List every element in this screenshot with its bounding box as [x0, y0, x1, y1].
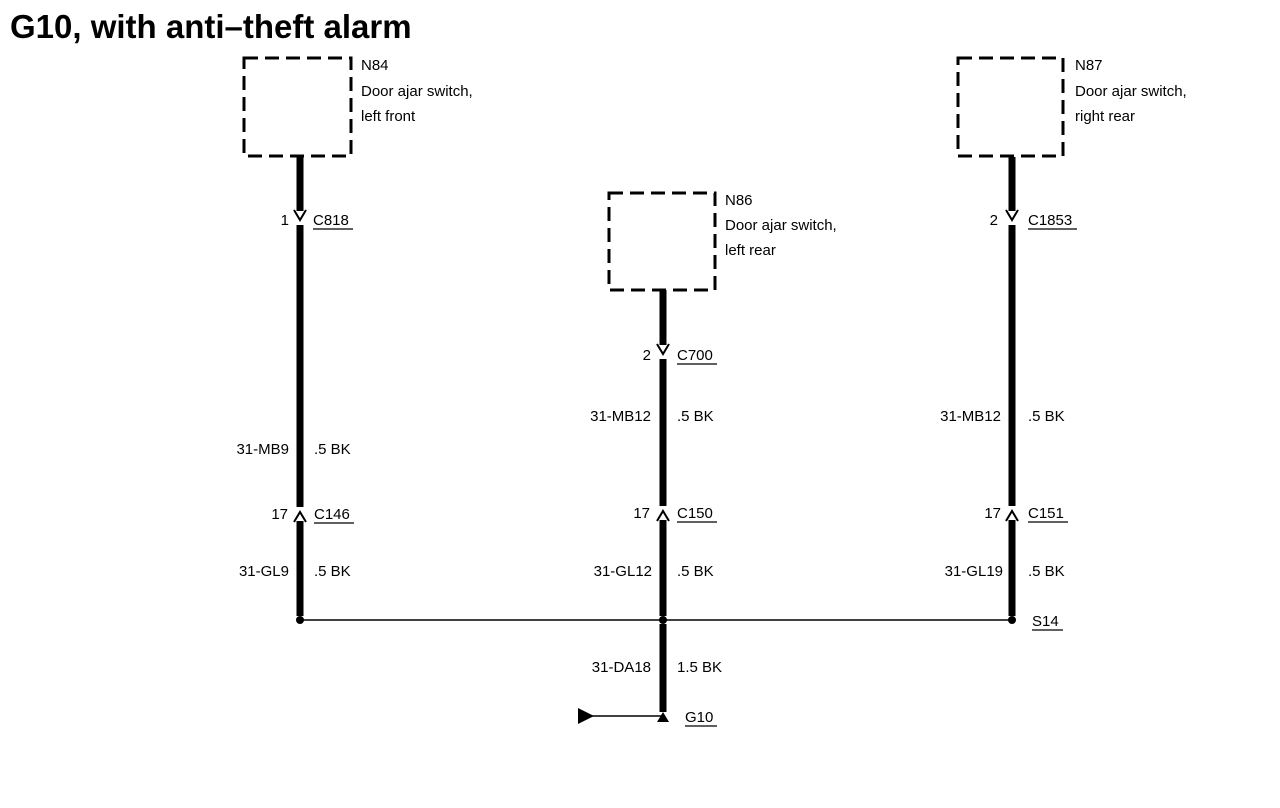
page-title: G10, with anti–theft alarm	[10, 8, 412, 45]
wire-code-label: 31-DA18	[592, 659, 651, 676]
splice-dot-left	[296, 616, 304, 624]
splice-dot-middle	[659, 616, 667, 624]
pin-label: 17	[633, 505, 650, 522]
component-n87-desc-line1: Door ajar switch,	[1075, 83, 1187, 100]
wire-code-label: 31-MB12	[940, 408, 1001, 425]
component-n86-desc-line2: left rear	[725, 242, 776, 259]
component-n84-desc-line1: Door ajar switch,	[361, 83, 473, 100]
wire-size-label: .5 BK	[1028, 563, 1065, 580]
component-n84-desc-line2: left front	[361, 108, 416, 125]
pin-label: 17	[271, 506, 288, 523]
connector-c700-symbol	[656, 343, 670, 356]
connector-label-c818: C818	[313, 212, 349, 229]
wire-size-label: .5 BK	[314, 563, 351, 580]
component-n84-id: N84	[361, 57, 389, 74]
component-n86-box	[607, 191, 717, 292]
connector-label-c1853: C1853	[1028, 212, 1072, 229]
wire-code-label: 31-MB9	[236, 441, 289, 458]
pin-label: 2	[990, 212, 998, 229]
ground-label: G10	[685, 709, 713, 726]
component-n87-id: N87	[1075, 57, 1103, 74]
wire-size-label: 1.5 BK	[677, 659, 722, 676]
wire-code-label: 31-GL19	[945, 563, 1003, 580]
component-n87-desc-line2: right rear	[1075, 108, 1135, 125]
component-n84-box	[242, 56, 353, 158]
pin-label: 2	[643, 347, 651, 364]
connector-label-c151: C151	[1028, 505, 1064, 522]
wire-size-label: .5 BK	[677, 408, 714, 425]
splice-label: S14	[1032, 613, 1059, 630]
wire-size-label: .5 BK	[1028, 408, 1065, 425]
pin-label: 17	[984, 505, 1001, 522]
wire-size-label: .5 BK	[314, 441, 351, 458]
ground-terminal-icon	[657, 712, 669, 722]
wire-size-label: .5 BK	[677, 563, 714, 580]
wire-code-label: 31-GL12	[594, 563, 652, 580]
connector-label-c150: C150	[677, 505, 713, 522]
connector-c150-symbol	[656, 509, 670, 522]
connector-label-c146: C146	[314, 506, 350, 523]
wire-code-label: 31-MB12	[590, 408, 651, 425]
component-n86-desc-line1: Door ajar switch,	[725, 217, 837, 234]
wire-code-label: 31-GL9	[239, 563, 289, 580]
connector-c146-symbol	[293, 510, 307, 523]
connector-label-c700: C700	[677, 347, 713, 364]
splice-dot-right	[1008, 616, 1016, 624]
pin-label: 1	[281, 212, 289, 229]
component-n87-box	[956, 56, 1065, 158]
connector-c151-symbol	[1005, 509, 1019, 522]
component-n86-id: N86	[725, 192, 753, 209]
connector-c1853-symbol	[1005, 209, 1019, 222]
connector-c818-symbol	[293, 209, 307, 222]
